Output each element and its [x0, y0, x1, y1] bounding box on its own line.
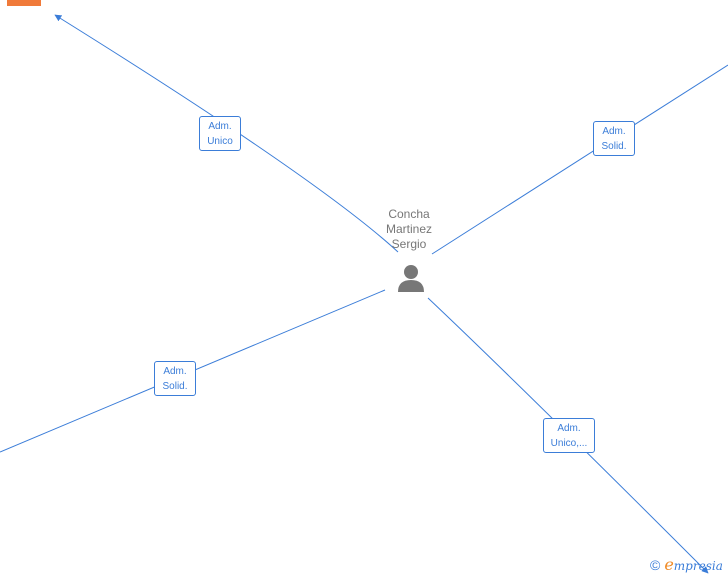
role-box-top-left[interactable]: Adm. Unico [199, 116, 241, 151]
role-box-bottom-right[interactable]: Adm. Unico,... [543, 418, 595, 453]
brand-logo: ©empresia [650, 555, 723, 574]
edge-top-right [431, 64, 728, 255]
role-line: Adm. [208, 121, 232, 132]
role-box-bottom-left[interactable]: Adm. Solid. [154, 361, 196, 396]
role-line: Adm. [557, 423, 581, 434]
company-icon[interactable] [7, 0, 41, 6]
person-name-line: Concha [388, 207, 430, 221]
edge-top-left [54, 14, 399, 253]
copyright-icon: © [650, 557, 661, 573]
role-line: Unico,... [550, 438, 588, 449]
person-name-line: Martinez [385, 222, 432, 236]
role-line: Unico [207, 136, 233, 147]
edge-bottom-right [427, 297, 709, 574]
brand-word: mpresia [673, 559, 723, 573]
brand-initial: e [664, 555, 674, 574]
role-line: Solid. [601, 141, 627, 152]
role-box-top-right[interactable]: Adm. Solid. [593, 121, 635, 156]
person-name[interactable]: Concha Martinez Sergio [363, 207, 455, 252]
role-line: Adm. [602, 126, 626, 137]
person-name-line: Sergio [391, 237, 427, 251]
role-line: Solid. [162, 381, 188, 392]
person-icon[interactable] [395, 262, 427, 294]
role-line: Adm. [163, 366, 187, 377]
